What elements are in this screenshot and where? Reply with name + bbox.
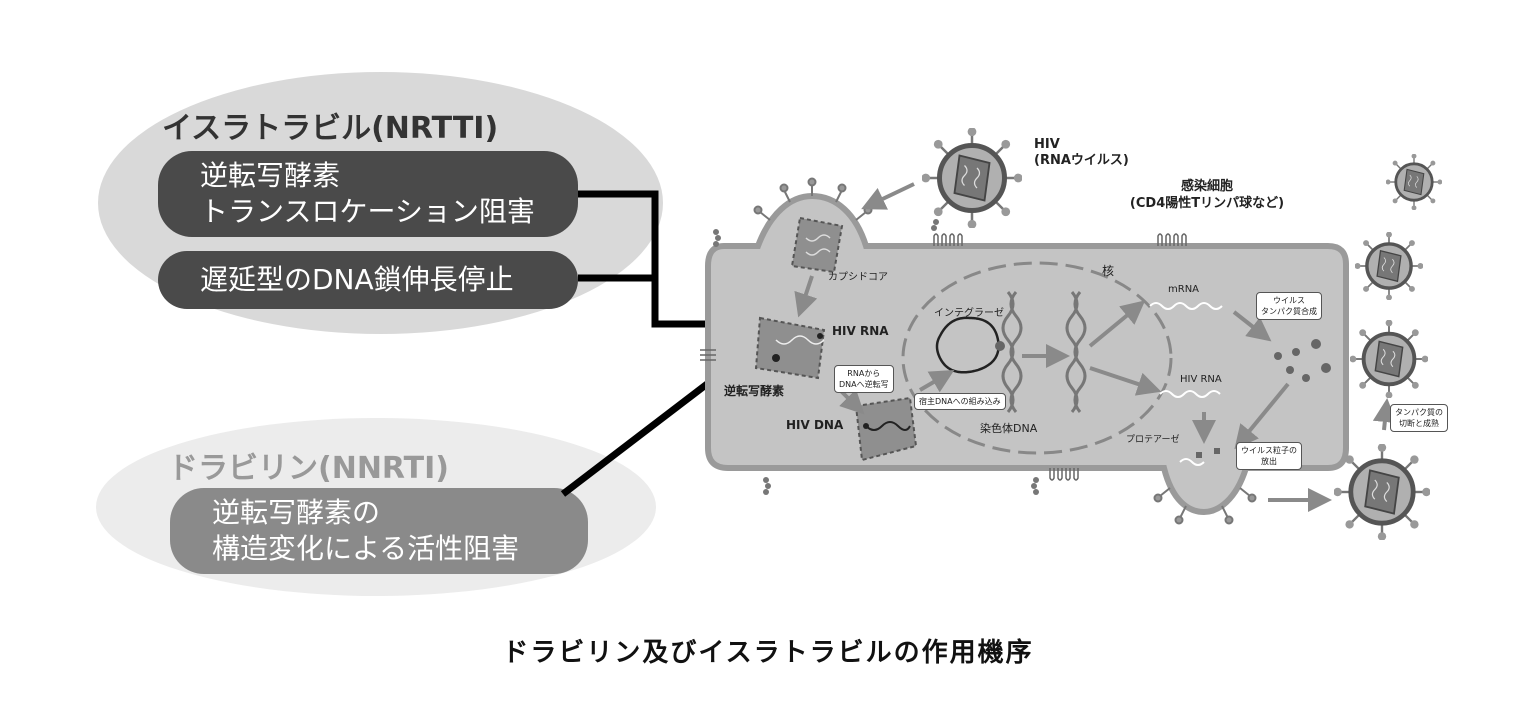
hiv-label-line2: (RNAウイルス)	[1034, 153, 1129, 168]
capsid-core-label: カプシドコア	[828, 272, 888, 283]
hiv-dna-label: HIV DNA	[786, 418, 844, 432]
mech1-line1: 逆転写酵素	[200, 159, 341, 192]
hiv-rna-label-1: HIV RNA	[832, 324, 889, 338]
mech1-line2: トランスロケーション阻害	[200, 195, 535, 228]
nnrti-title: ドラビリン(NNRTI)	[168, 451, 450, 486]
hiv-dna-capsid	[854, 396, 918, 462]
hiv-label-line1: HIV	[1034, 137, 1060, 152]
reverse-transcriptase-icon	[772, 354, 780, 362]
infected-line1: 感染細胞	[1180, 179, 1233, 194]
nucleus	[901, 261, 1173, 455]
nrtti-mechanism-chain-termination: 遅延型のDNA鎖伸長停止	[158, 251, 578, 309]
infected-cell-label: 感染細胞 (CD4陽性Tリンパ球など)	[1112, 178, 1302, 212]
virus-icon	[1333, 443, 1430, 540]
viral-protein-line1: ウイルス	[1273, 296, 1305, 305]
release-box: ウイルス粒子の 放出	[1236, 442, 1302, 470]
rna-to-dna-line2: DNAへ逆転写	[839, 380, 889, 389]
viral-protein-box: ウイルス タンパク質合成	[1256, 292, 1322, 320]
nrtti-mechanism-translocation: 逆転写酵素 トランスロケーション阻害	[158, 151, 578, 237]
maturation-box: タンパク質の 切断と成熟	[1390, 404, 1448, 432]
maturation-line1: タンパク質の	[1395, 408, 1443, 417]
protease-label: プロテアーゼ	[1126, 435, 1180, 445]
viral-protein-line2: タンパク質合成	[1261, 307, 1317, 316]
circular-hiv-dna	[935, 316, 1000, 374]
nucleus-label: 核	[1102, 264, 1115, 278]
mech2-text: 遅延型のDNA鎖伸長停止	[200, 263, 514, 296]
nrtti-title: イスラトラビル(NRTTI)	[162, 111, 499, 146]
uncoated-capsid	[754, 316, 826, 380]
integration-box: 宿主DNAへの組み込み	[914, 393, 1006, 410]
release-line1: ウイルス粒子の	[1241, 446, 1297, 455]
rna-to-dna-line1: RNAから	[847, 369, 881, 378]
integrase-icon	[995, 341, 1005, 351]
receptor-icon	[933, 233, 1187, 481]
virus-icon	[1350, 320, 1428, 398]
chromosome-dna-label: 染色体DNA	[980, 422, 1038, 435]
hiv-rna-label-2: HIV RNA	[1180, 374, 1222, 385]
arrow-icon	[578, 190, 722, 328]
nnrti-line2: 構造変化による活性阻害	[212, 532, 520, 565]
mrna-label: mRNA	[1168, 284, 1200, 295]
release-line2: 放出	[1261, 457, 1277, 466]
virus-icon	[1386, 154, 1442, 210]
figure-caption: ドラビリン及びイスラトラビルの作用機序	[502, 638, 1034, 668]
capsid-core	[790, 216, 844, 274]
rna-to-dna-box: RNAから DNAへ逆転写	[834, 365, 894, 393]
hiv-label: HIV (RNAウイルス)	[1034, 137, 1129, 169]
nnrti-line1: 逆転写酵素の	[212, 496, 381, 529]
virus-icon	[1355, 232, 1423, 300]
viral-protein-icon	[1274, 339, 1331, 382]
infected-line2: (CD4陽性Tリンパ球など)	[1129, 196, 1285, 211]
maturation-line2: 切断と成熟	[1399, 419, 1439, 428]
nnrti-mechanism: 逆転写酵素の 構造変化による活性阻害	[170, 488, 588, 574]
integrase-label: インテグラーゼ	[934, 308, 1004, 319]
process-arrows	[794, 182, 1397, 512]
helix-icon	[1001, 291, 1087, 413]
integration-text: 宿主DNAへの組み込み	[919, 397, 1001, 406]
virus-icon	[921, 127, 1022, 228]
reverse-transcriptase-label: 逆転写酵素	[724, 384, 785, 398]
